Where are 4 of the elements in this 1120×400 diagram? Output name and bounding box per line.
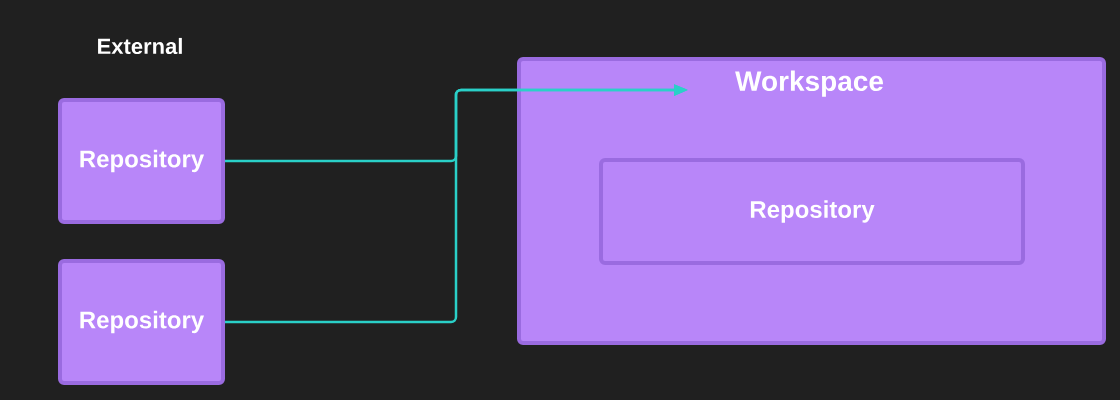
process-box: Repository xyxy=(599,158,1025,265)
process-box: Repository xyxy=(58,259,225,385)
group-label: External xyxy=(98,37,182,55)
process-box: Repository xyxy=(58,98,225,224)
